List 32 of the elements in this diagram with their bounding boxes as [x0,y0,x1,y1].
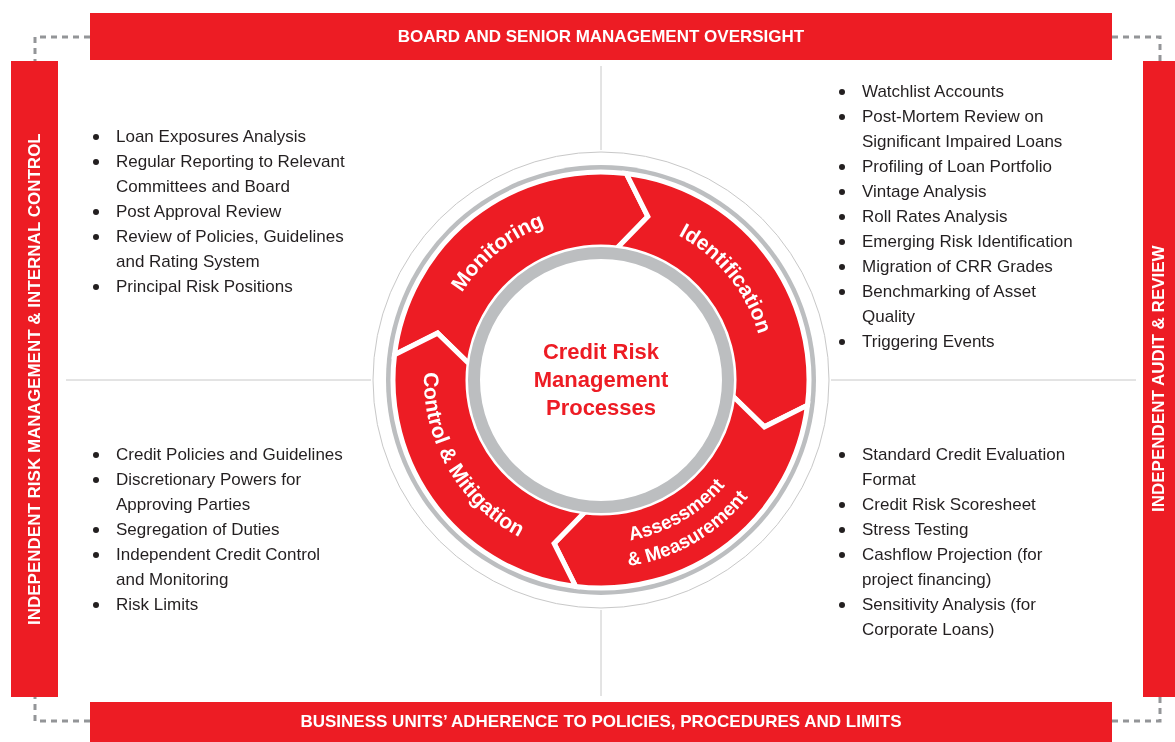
bullet-item: Review of Policies, Guidelines and Rating System [90,224,375,274]
banner-bar: INDEPENDENT RISK MANAGEMENT & INTERNAL CONTROL [11,61,58,697]
bullet-item: Discretionary Powers for Approving Parties [90,467,345,517]
bullet-item: Principal Risk Positions [90,274,375,299]
bullet-item: Credit Risk Scoresheet [836,492,1086,517]
dashed-connector [1112,697,1162,723]
bullet-item: Credit Policies and Guidelines [90,442,345,467]
bullet-item: Sensitivity Analysis (for Corporate Loans) [836,592,1086,642]
bullet-item: Post-Mortem Review on Significant Impaired Loans [836,104,1091,154]
bullet-item: Triggering Events [836,329,1091,354]
bullet-item: Migration of CRR Grades [836,254,1091,279]
bullet-item: Cashflow Projection (for project financing) [836,542,1086,592]
bullet-item: Standard Credit Evaluation Format [836,442,1086,492]
bullet-item: Regular Reporting to Relevant Committees and Board [90,149,375,199]
dashed-connector [1112,35,1162,61]
bullet-item: Vintage Analysis [836,179,1091,204]
bullet-item: Stress Testing [836,517,1086,542]
dashed-connector [33,35,90,61]
dashed-connector [33,697,90,723]
banner-bar: INDEPENDENT AUDIT & REVIEW [1143,61,1175,697]
bullet-item: Post Approval Review [90,199,375,224]
bullet-item: Loan Exposures Analysis [90,124,375,149]
banner-bar: BOARD AND SENIOR MANAGEMENT OVERSIGHT [90,13,1112,60]
bullet-item: Risk Limits [90,592,345,617]
bullet-item: Benchmarking of Asset Quality [836,279,1091,329]
bullet-item: Watchlist Accounts [836,79,1091,104]
bullet-item: Roll Rates Analysis [836,204,1091,229]
bullet-item: Emerging Risk Identification [836,229,1091,254]
bullet-item: Profiling of Loan Portfolio [836,154,1091,179]
bullet-item: Segregation of Duties [90,517,345,542]
banner-bar: BUSINESS UNITS’ ADHERENCE TO POLICIES, PROCEDURES AND LIMITS [90,702,1112,742]
bullet-item: Independent Credit Control and Monitoring [90,542,345,592]
